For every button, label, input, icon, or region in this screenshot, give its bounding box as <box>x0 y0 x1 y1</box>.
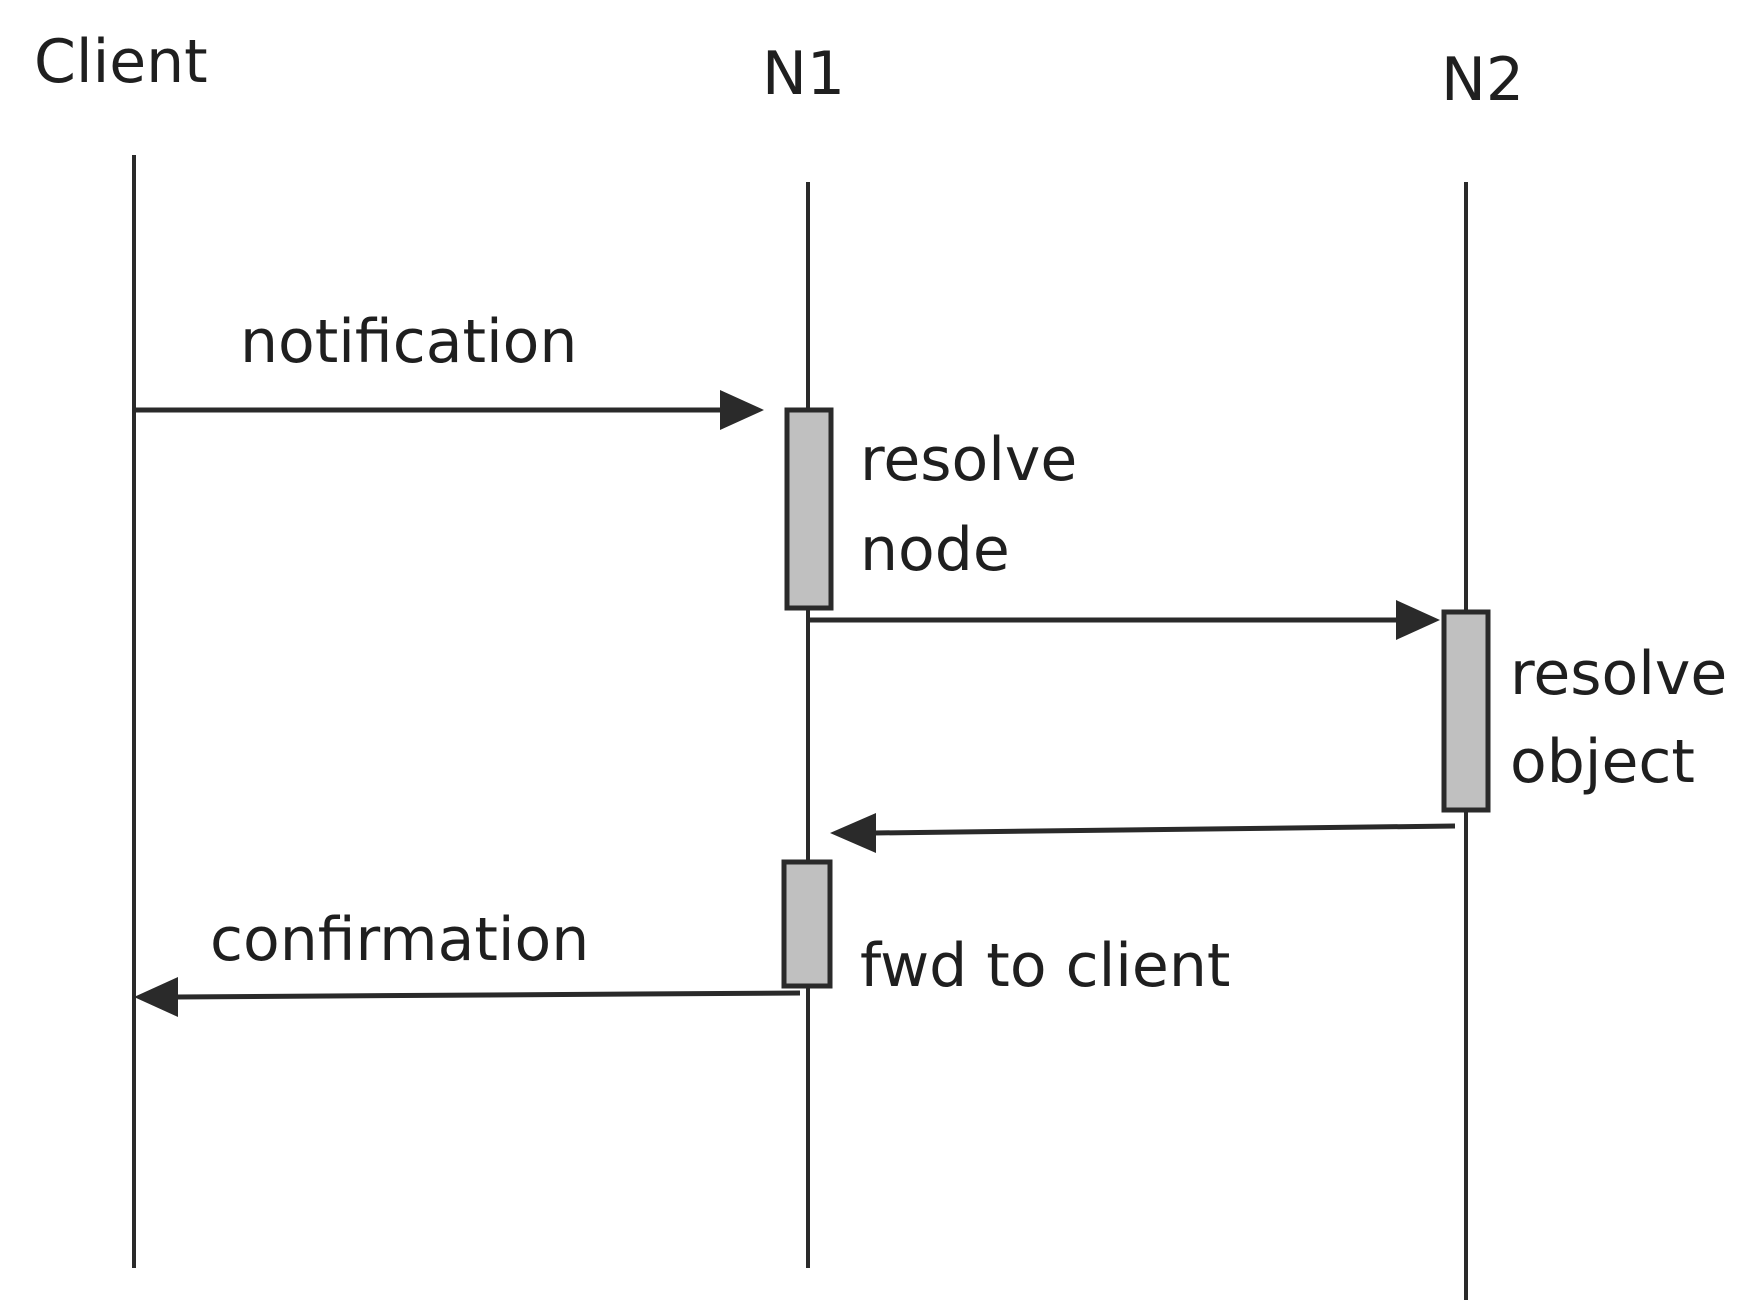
activation-resolve-node <box>784 407 834 611</box>
reply-arrowhead <box>830 813 876 853</box>
participant-client-label: Client <box>34 27 208 97</box>
resolve-object-label-line1: resolve <box>1510 639 1727 709</box>
fwd-to-client-label: fwd to client <box>860 931 1230 1001</box>
reply-arrow-line <box>873 823 1456 836</box>
participant-n1-label: N1 <box>762 39 845 109</box>
participant-n2-label: N2 <box>1441 45 1524 115</box>
activation-fwd-to-client <box>781 859 833 989</box>
confirmation-arrow-line <box>175 990 801 1000</box>
activation-resolve-object <box>1441 609 1491 813</box>
resolve-object-label-line2: object <box>1510 727 1695 797</box>
resolve-node-label-line2: node <box>860 515 1010 585</box>
request-arrowhead <box>1396 600 1440 640</box>
confirmation-arrowhead <box>134 977 178 1017</box>
notification-label: notification <box>240 307 577 377</box>
confirmation-label: confirmation <box>210 905 589 975</box>
resolve-node-label-line1: resolve <box>860 425 1077 495</box>
notification-arrowhead <box>720 390 764 430</box>
